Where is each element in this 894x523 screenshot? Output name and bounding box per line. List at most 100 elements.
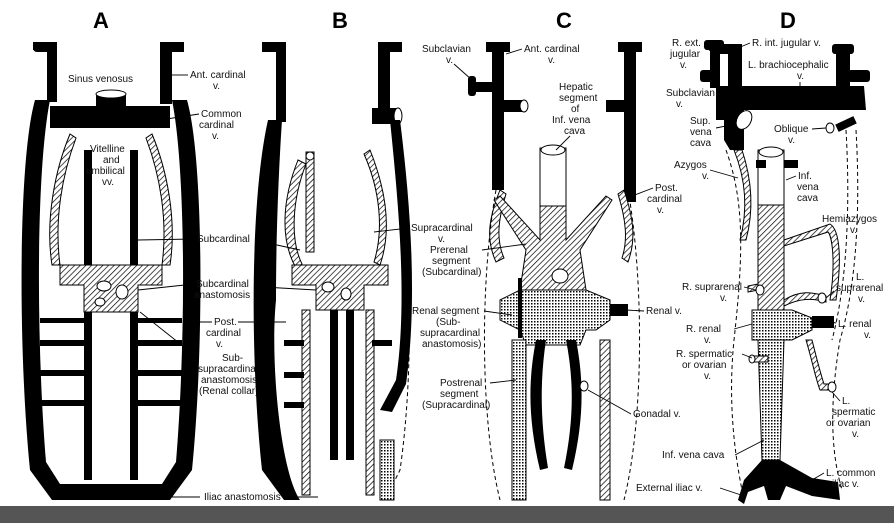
a-intersegmental-rungs <box>38 318 184 406</box>
label-c-ant-cardinal: Ant. cardinal <box>524 44 580 55</box>
svg-text:v.: v. <box>680 60 687 71</box>
svg-text:v.: v. <box>216 339 223 350</box>
c-renal-vein <box>610 304 628 316</box>
svg-text:v.: v. <box>864 330 871 341</box>
label-d-r-suprarenal: R. suprarenal <box>682 282 742 293</box>
d-inf-vena-cava-upper <box>758 150 784 205</box>
svg-text:(Sub-: (Sub- <box>436 317 460 328</box>
label-d-oblique: Oblique <box>774 124 809 135</box>
svg-text:spermatic: spermatic <box>832 407 875 418</box>
svg-text:or ovarian: or ovarian <box>682 360 726 371</box>
c-right-cardinal-upper <box>492 80 504 190</box>
label-c-renal-segment: Renal segment <box>412 306 479 317</box>
label-d-l-common-iliac: L. common <box>826 468 875 479</box>
label-a-ant-cardinal: Ant. cardinal <box>190 70 246 81</box>
svg-text:v.: v. <box>788 135 795 146</box>
svg-text:cava: cava <box>690 138 712 149</box>
svg-text:v.: v. <box>657 205 664 216</box>
a-vitelline-left <box>50 134 76 265</box>
svg-text:vena: vena <box>797 182 819 193</box>
c-renal-segment <box>500 290 610 345</box>
a-subcardinal-right <box>130 150 138 480</box>
d-oblique-v <box>835 116 857 132</box>
ground-strip <box>0 506 894 523</box>
svg-text:v.: v. <box>704 371 711 382</box>
label-a-subcardinal-anastomosis: Subcardinal <box>196 279 249 290</box>
svg-text:of: of <box>571 104 580 115</box>
label-sinus-venosus: Sinus venosus <box>68 74 133 85</box>
svg-text:v.: v. <box>720 293 727 304</box>
label-d-external-iliac: External iliac v. <box>636 483 703 494</box>
label-d-brachiocephalic: L. brachiocephalic <box>748 60 829 71</box>
c-postrenal-segment <box>512 340 526 500</box>
label-c-gonadal: Gonadal v. <box>633 409 681 420</box>
svg-text:v.: v. <box>212 131 219 142</box>
svg-text:v.: v. <box>676 99 683 110</box>
svg-text:cava: cava <box>564 126 586 137</box>
d-azygos <box>734 150 751 240</box>
panel-b: B <box>254 8 412 500</box>
label-d-int-jugular: R. int. jugular v. <box>752 38 821 49</box>
b-supracardinal-right <box>366 310 374 495</box>
svg-text:cardinal: cardinal <box>647 194 682 205</box>
label-c-prerenal: Prerenal <box>430 245 468 256</box>
b-subcardinal-anastomosis <box>292 265 388 310</box>
svg-text:segment: segment <box>440 389 479 400</box>
a-vitelline-right <box>146 134 172 265</box>
svg-text:iliac v.: iliac v. <box>832 479 859 490</box>
label-d-inf-vena-cava: Inf. <box>798 171 812 182</box>
d-renal-segment <box>752 310 812 340</box>
svg-text:cardinal: cardinal <box>199 120 234 131</box>
panel-d-letter: D <box>780 8 796 33</box>
svg-text:cardinal: cardinal <box>206 328 241 339</box>
label-c-subclavian: Subclavian <box>422 44 471 55</box>
label-d-r-renal: R. renal <box>686 324 721 335</box>
label-d-subclavian: Subclavian <box>666 88 715 99</box>
label-a-post-cardinal: Post. <box>214 317 237 328</box>
label-d-ext-jugular: R. ext. <box>672 38 701 49</box>
svg-text:vena: vena <box>690 127 712 138</box>
svg-text:v.: v. <box>704 335 711 346</box>
svg-text:anastomosis): anastomosis) <box>422 339 481 350</box>
d-hemiazygos <box>784 224 839 300</box>
label-a-common-cardinal: Common <box>201 109 242 120</box>
svg-text:umbilical: umbilical <box>86 166 125 177</box>
a-left-ant-cardinal-cap <box>33 42 57 52</box>
label-c-renal-v: Renal v. <box>646 306 682 317</box>
label-b-supracardinal: Supracardinal <box>411 223 473 234</box>
a-subcardinal-anastomosis <box>60 265 162 312</box>
svg-text:(Renal collar): (Renal collar) <box>199 386 258 397</box>
panel-c: C <box>468 8 642 500</box>
svg-text:v.: v. <box>850 225 857 236</box>
b-left-ant-cardinal <box>262 42 286 122</box>
svg-text:v.: v. <box>852 429 859 440</box>
svg-text:(Supracardinal): (Supracardinal) <box>422 400 490 411</box>
panel-d: D <box>700 8 870 504</box>
b-right-ant-cardinal <box>378 42 402 110</box>
svg-text:vv.: vv. <box>102 177 114 188</box>
label-c-postrenal: Postrenal <box>440 378 482 389</box>
svg-text:v.: v. <box>213 81 220 92</box>
a-sinus-bar <box>50 106 170 128</box>
svg-text:v.: v. <box>858 294 865 305</box>
svg-text:v.: v. <box>702 171 709 182</box>
panel-b-letter: B <box>332 8 348 33</box>
svg-text:supracardinal: supracardinal <box>420 328 480 339</box>
label-d-l-spermatic: L. <box>842 396 850 407</box>
label-c-post-cardinal: Post. <box>655 183 678 194</box>
svg-text:v.: v. <box>438 234 445 245</box>
a-right-ant-cardinal-cap <box>160 42 184 52</box>
label-d-sup-vena-cava: Sup. <box>690 116 711 127</box>
svg-text:suprarenal: suprarenal <box>836 283 883 294</box>
c-left-cardinal <box>618 42 642 202</box>
svg-text:v.: v. <box>548 55 555 66</box>
svg-text:and: and <box>103 155 120 166</box>
label-a-renal-collar: Sub- <box>222 353 243 364</box>
svg-text:segment: segment <box>432 256 471 267</box>
label-iliac-anastomosis: Iliac anastomosis <box>204 492 281 503</box>
d-iliac-veins <box>738 460 840 504</box>
label-d-l-suprarenal: L. <box>856 272 864 283</box>
svg-text:anastomosis: anastomosis <box>194 290 250 301</box>
svg-text:or ovarian: or ovarian <box>826 418 870 429</box>
